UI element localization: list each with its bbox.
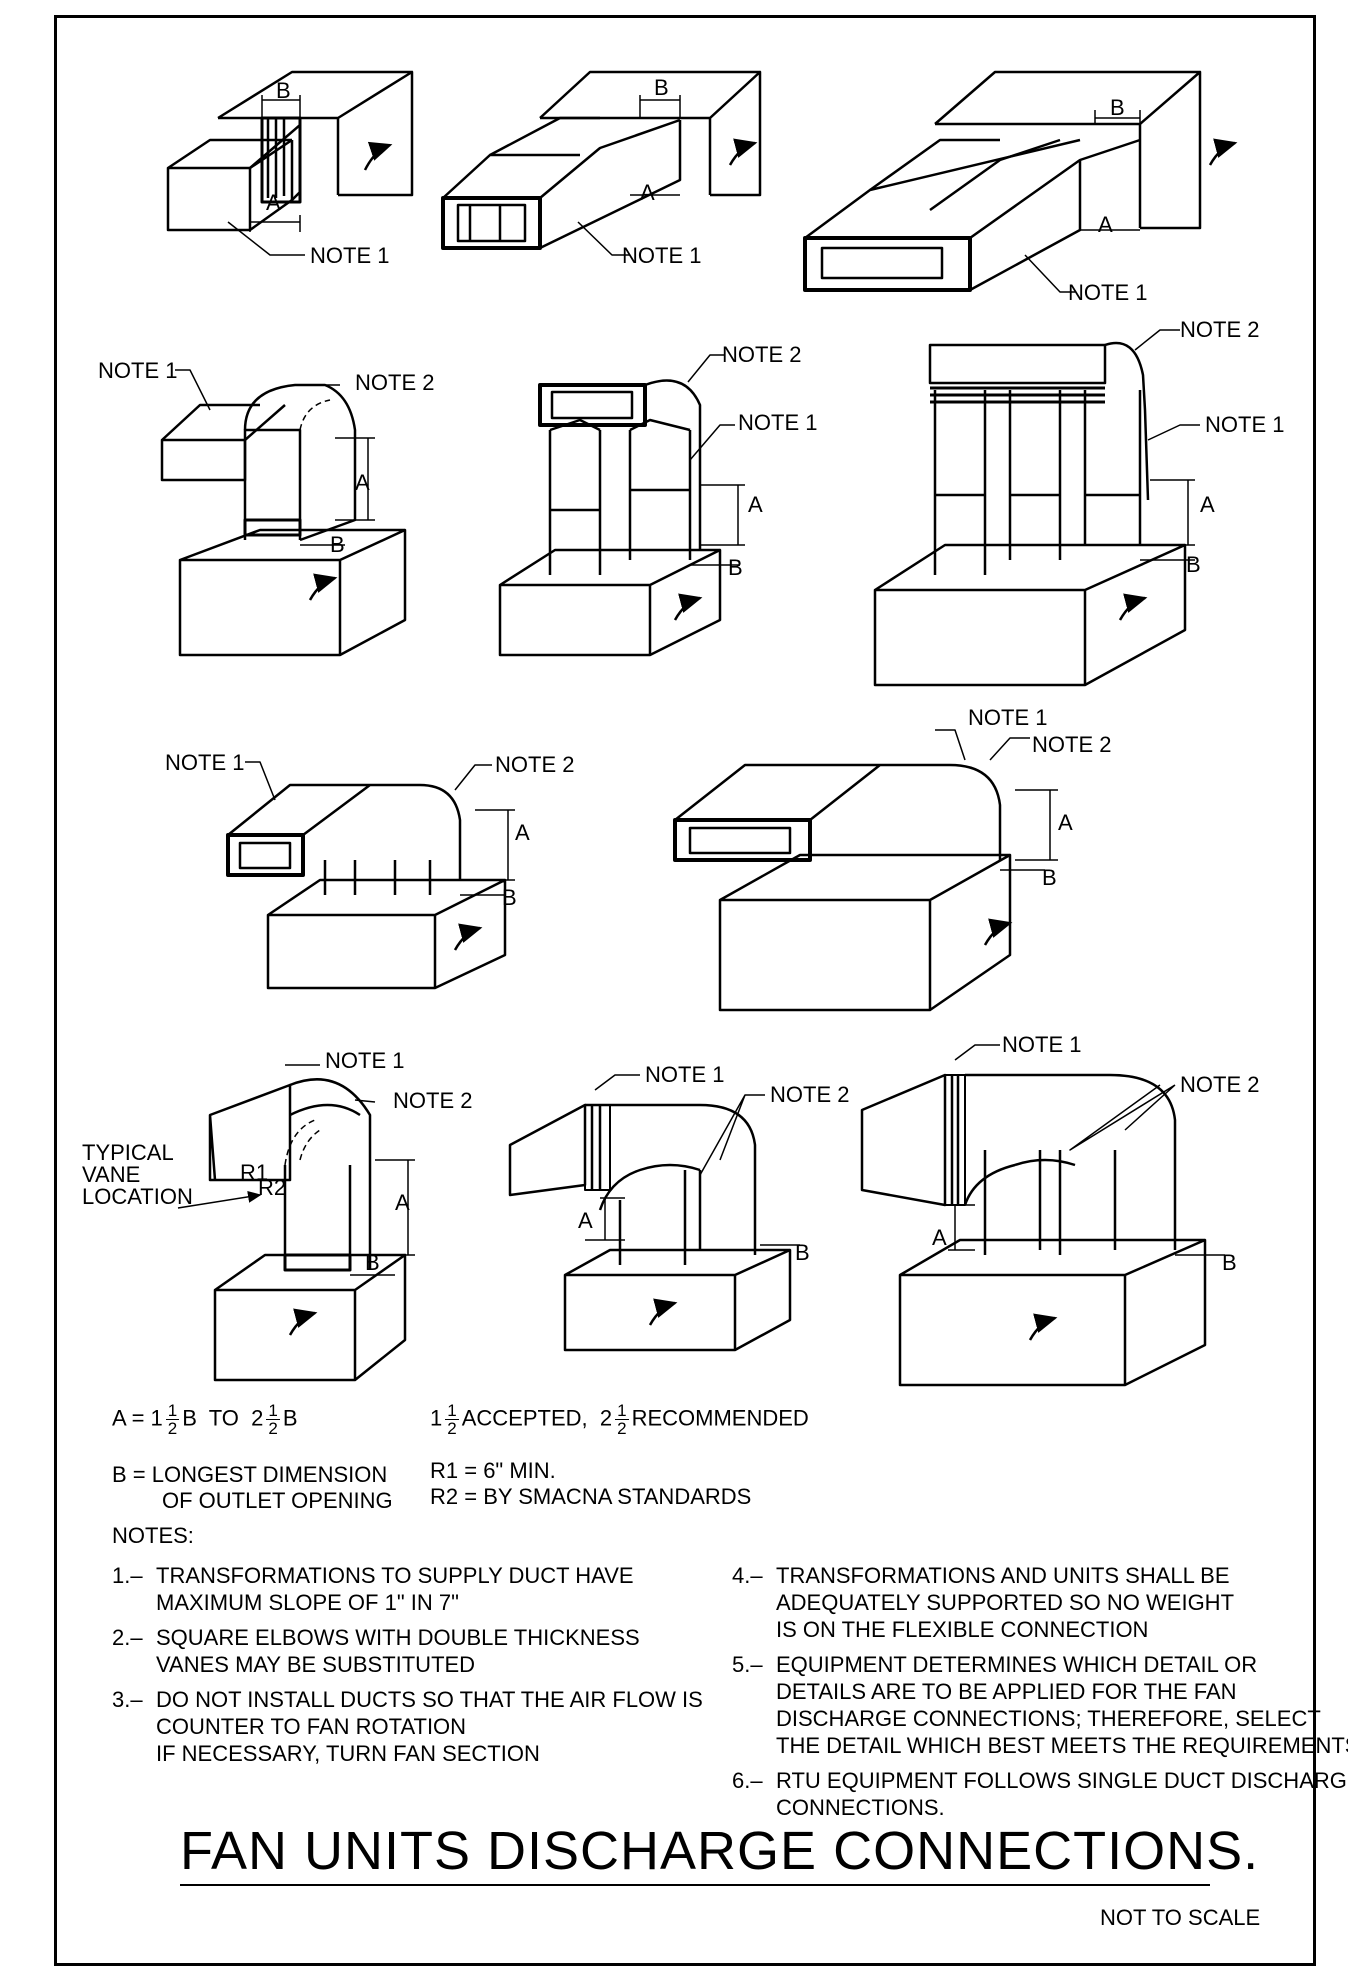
scale-note: NOT TO SCALE	[1100, 1905, 1261, 1930]
note-2-label: NOTE 2	[722, 342, 801, 367]
drawing-border	[54, 15, 1316, 1966]
legend-radius: R1 = 6" MIN.R2 = BY SMACNA STANDARDS	[430, 1458, 752, 1509]
note-2-label: NOTE 2	[1180, 317, 1259, 342]
detail-10-double-vaned-elbow: A B NOTE 1 NOTE 2	[508, 1062, 849, 1352]
note-item-3: 3.–DO NOT INSTALL DUCTS SO THAT THE AIR …	[112, 1687, 703, 1766]
note-1-label: NOTE 1	[98, 358, 177, 383]
detail-8-triple-side-elbow: A B NOTE 1 NOTE 2	[673, 705, 1111, 1012]
drawing-title: FAN UNITS DISCHARGE CONNECTIONS.	[180, 1821, 1260, 1881]
note-1-label: NOTE 1	[1002, 1032, 1081, 1057]
dim-b-label: B	[330, 532, 345, 557]
dim-b-label: B	[1042, 865, 1057, 890]
note-1-label: NOTE 1	[622, 243, 701, 268]
note-item-1: 1.–TRANSFORMATIONS TO SUPPLY DUCT HAVE M…	[112, 1563, 634, 1615]
note-item-6: 6.–RTU EQUIPMENT FOLLOWS SINGLE DUCT DIS…	[732, 1768, 1348, 1820]
note-1-label: NOTE 1	[645, 1062, 724, 1087]
notes-right-column: 4.–TRANSFORMATIONS AND UNITS SHALL BE AD…	[732, 1562, 1348, 1829]
note-item-4: 4.–TRANSFORMATIONS AND UNITS SHALL BE AD…	[732, 1563, 1235, 1642]
notes-heading: NOTES:	[112, 1523, 194, 1548]
detail-6-triple-up-elbow: A B NOTE 2 NOTE 1	[873, 317, 1284, 687]
note-item-5: 5.–EQUIPMENT DETERMINES WHICH DETAIL OR …	[732, 1652, 1348, 1758]
typical-vane-label-2: VANE	[82, 1162, 140, 1187]
note-2-label: NOTE 2	[355, 370, 434, 395]
note-2-label: NOTE 2	[393, 1088, 472, 1113]
dim-a-label: A	[266, 190, 281, 215]
detail-1-single-duct: B A NOTE 1	[166, 70, 414, 268]
note-1-label: NOTE 1	[1205, 412, 1284, 437]
note-2-label: NOTE 2	[770, 1082, 849, 1107]
detail-11-triple-vaned-elbow: A B NOTE 1 NOTE 2	[860, 1032, 1259, 1387]
dim-a-label: A	[395, 1190, 410, 1215]
dim-a-label: A	[1200, 492, 1215, 517]
note-1-label: NOTE 1	[1068, 280, 1147, 305]
dim-a-label: A	[748, 492, 763, 517]
dim-a-label: A	[515, 820, 530, 845]
dim-b-label: B	[276, 78, 291, 103]
note-item-2: 2.–SQUARE ELBOWS WITH DOUBLE THICKNESS V…	[112, 1625, 640, 1677]
r2-label: R2	[258, 1175, 286, 1200]
detail-7-double-side-elbow: A B NOTE 1 NOTE 2	[165, 750, 574, 990]
r1-label: R1	[240, 1160, 268, 1185]
dim-b-label: B	[1222, 1250, 1237, 1275]
note-1-label: NOTE 1	[165, 750, 244, 775]
dim-b-label: B	[1110, 95, 1125, 120]
detail-9-vaned-elbow: A B R1 R2 NOTE 1 NOTE 2 TYPICAL VANE LOC…	[82, 1048, 472, 1382]
note-1-label: NOTE 1	[310, 243, 389, 268]
dim-b-label: B	[1186, 552, 1201, 577]
detail-2-double-duct: B A NOTE 1	[441, 70, 762, 268]
note-2-label: NOTE 2	[1180, 1072, 1259, 1097]
note-1-label: NOTE 1	[738, 410, 817, 435]
dim-b-label: B	[795, 1240, 810, 1265]
dim-b-label: B	[365, 1250, 380, 1275]
detail-4-up-elbow: A B NOTE 1 NOTE 2	[98, 358, 434, 657]
dim-a-label: A	[640, 180, 655, 205]
dim-b-label: B	[728, 555, 743, 580]
detail-5-double-up-elbow: A B NOTE 2 NOTE 1	[498, 342, 817, 657]
typical-vane-label-3: LOCATION	[82, 1184, 193, 1209]
dim-b-label: B	[502, 885, 517, 910]
dim-a-label: A	[1098, 212, 1113, 237]
dim-b-label: B	[654, 75, 669, 100]
note-2-label: NOTE 2	[495, 752, 574, 777]
dim-a-label: A	[578, 1208, 593, 1233]
note-1-label: NOTE 1	[968, 705, 1047, 730]
notes-left-column: 1.–TRANSFORMATIONS TO SUPPLY DUCT HAVE M…	[112, 1562, 703, 1775]
note-2-label: NOTE 2	[1032, 732, 1111, 757]
dim-a-label: A	[355, 470, 370, 495]
dim-a-label: A	[1058, 810, 1073, 835]
typical-vane-label-1: TYPICAL	[82, 1140, 174, 1165]
title-underline	[180, 1884, 1210, 1886]
detail-3-triple-duct: B A NOTE 1	[803, 70, 1238, 305]
note-1-label: NOTE 1	[325, 1048, 404, 1073]
dim-a-label: A	[932, 1225, 947, 1250]
